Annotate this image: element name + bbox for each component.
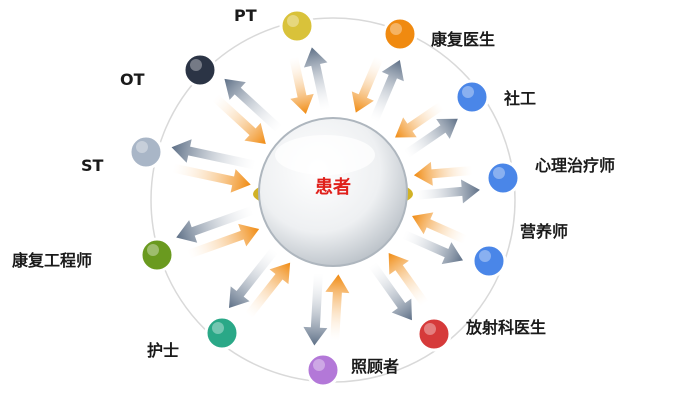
node-label-st: ST [81,156,104,175]
node-label-nurse: 护士 [147,341,180,360]
node-highlight-nurse [212,322,224,334]
center-highlight [275,135,375,175]
node-circle-rehab-doc [382,16,418,52]
patient-label: 患者 [315,177,351,198]
arrow-out-radiology [368,262,412,321]
arrow-in-pt [289,56,314,114]
arrow-out-rehab-eng [176,205,254,243]
arrow-out-nutrition [402,230,464,265]
node-highlight-pt [287,15,299,27]
node-highlight-social [462,86,474,98]
node-label-pt: PT [234,6,257,25]
node-label-rehab-eng: 康复工程师 [12,251,93,270]
node-label-rehab-doc: 康复医生 [431,30,496,49]
arrow-in-ot [212,94,266,144]
arrow-out-caregiver [303,273,328,346]
node-highlight-rehab-eng [147,244,159,256]
node-highlight-radiology [424,323,436,335]
node-highlight-ot [190,59,202,71]
arrow-out-social [403,118,458,158]
arrow-out-ot [224,78,283,133]
nodes-group [128,8,521,388]
node-label-caregiver: 照顾者 [351,357,400,376]
node-highlight-caregiver [313,359,325,371]
node-circle-caregiver [305,352,341,388]
arrow-in-social [395,101,445,138]
node-circle-radiology [416,316,452,352]
node-label-psych: 心理治疗师 [535,156,616,175]
node-circle-psych [485,160,521,196]
arrow-out-rehab-doc [370,59,404,123]
node-highlight-st [136,141,148,153]
arrow-in-st [172,163,251,193]
node-circle-rehab-eng [139,237,175,273]
arrow-out-psych [415,179,480,204]
node-highlight-rehab-doc [390,23,402,35]
arrow-out-nurse [228,247,278,308]
node-highlight-nutrition [479,250,491,262]
arrow-out-st [171,139,256,170]
arrow-out-pt [303,47,330,111]
node-label-nutrition: 营养师 [520,222,569,241]
node-label-radiology: 放射科医生 [466,318,547,337]
arrow-in-caregiver [325,274,350,341]
arrow-in-rehab-doc [351,55,384,113]
arrow-in-radiology [388,253,429,307]
node-label-social: 社工 [504,89,537,108]
node-circle-nutrition [471,243,507,279]
arrow-in-nutrition [412,212,468,244]
node-circle-st [128,134,164,170]
node-circle-nurse [204,315,240,351]
node-circle-social [454,79,490,115]
node-highlight-psych [493,167,505,179]
node-circle-pt [279,8,315,44]
arrow-in-psych [413,161,473,186]
node-label-ot: OT [120,70,145,89]
arrow-in-rehab-eng [187,223,260,259]
arrow-in-nurse [244,262,291,319]
node-circle-ot [182,52,218,88]
arrows-group [171,47,480,346]
